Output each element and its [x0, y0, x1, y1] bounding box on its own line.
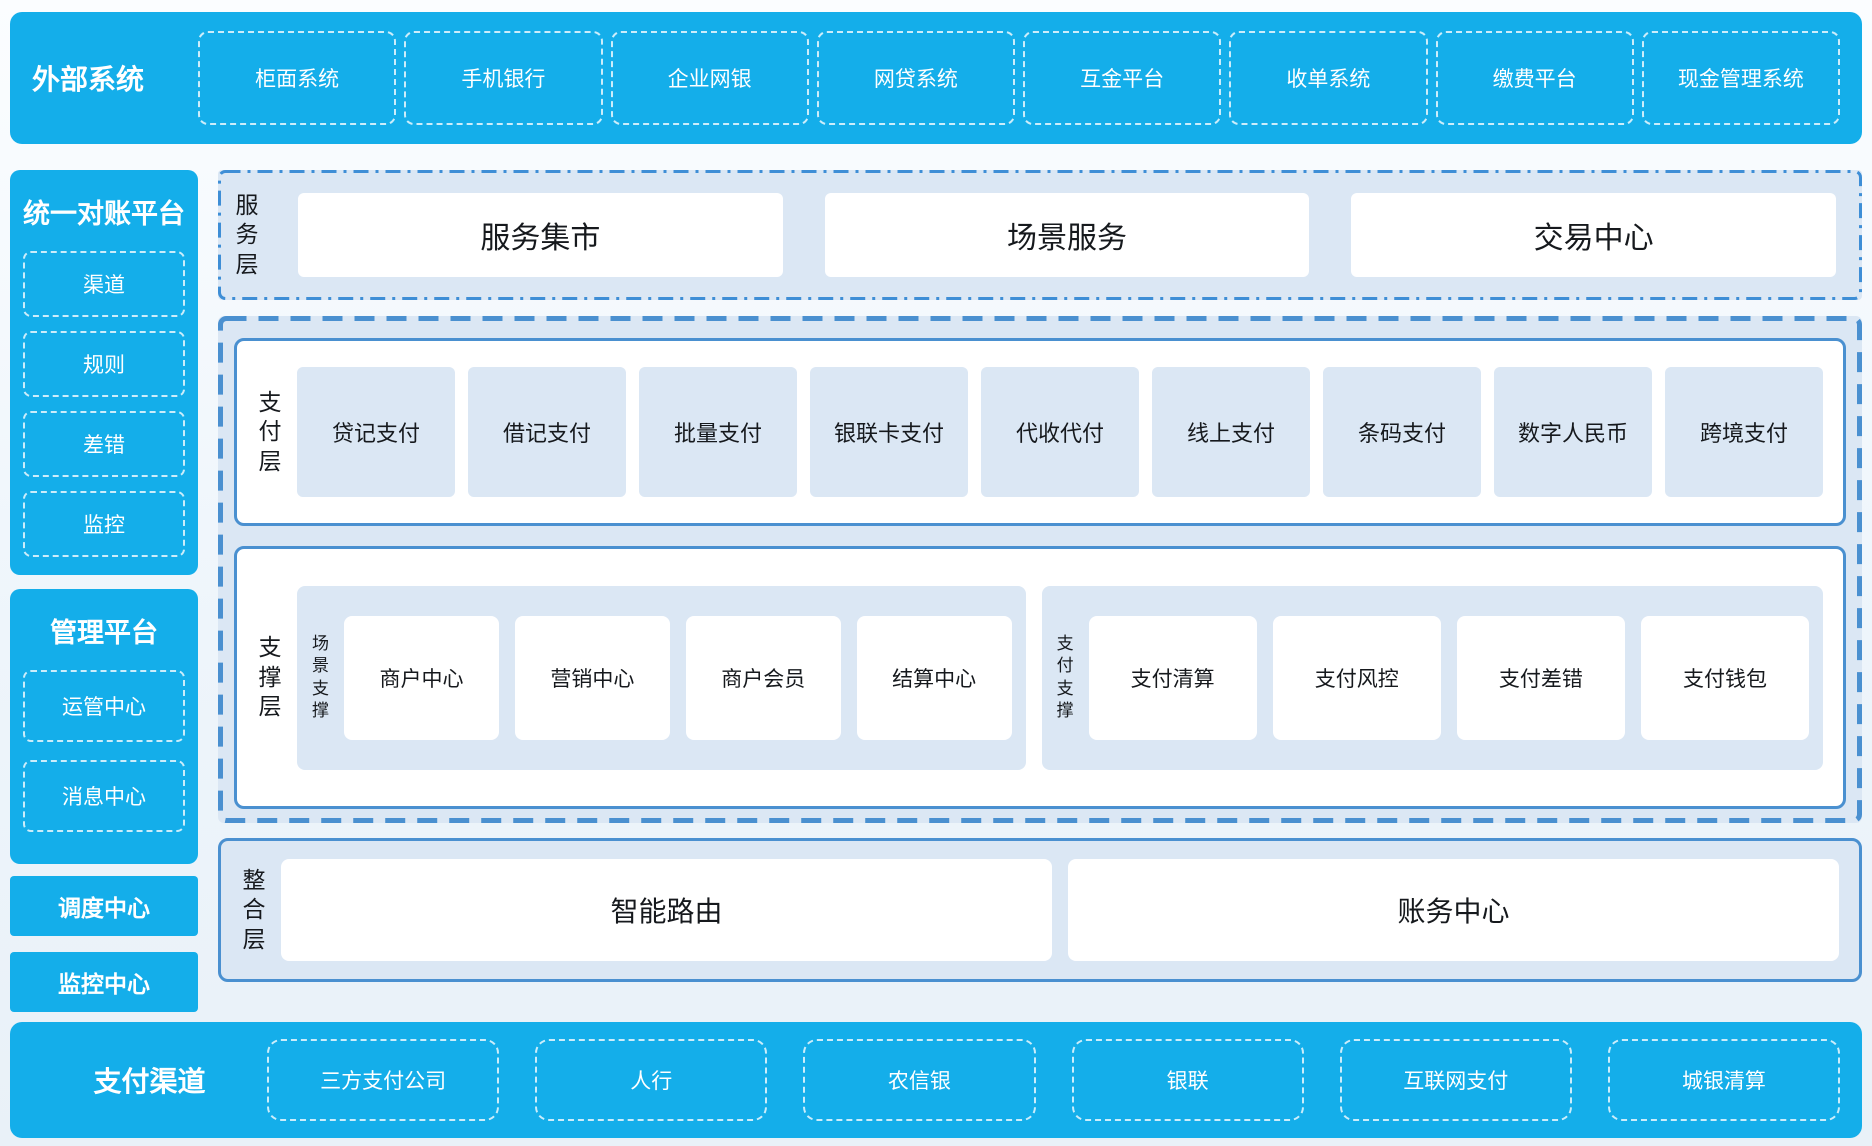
reconciliation-item: 差错 — [23, 411, 185, 477]
service-item: 服务集市 — [298, 193, 783, 277]
monitor-center-block: 监控中心 — [10, 952, 198, 1012]
payment-support-group: 支付支撑 支付清算 支付风控 支付差错 支付钱包 — [1041, 585, 1823, 770]
external-system-item: 柜面系统 — [198, 31, 397, 125]
external-systems-bar: 外部系统 柜面系统 手机银行 企业网银 网贷系统 互金平台 收单系统 缴费平台 … — [10, 12, 1862, 144]
integration-layer-items: 智能路由 账务中心 — [281, 859, 1839, 961]
payment-layer-items: 贷记支付 借记支付 批量支付 银联卡支付 代收代付 线上支付 条码支付 数字人民… — [297, 367, 1823, 497]
payment-layer: 支付层 贷记支付 借记支付 批量支付 银联卡支付 代收代付 线上支付 条码支付 … — [234, 338, 1846, 526]
external-system-item: 手机银行 — [404, 31, 603, 125]
scene-support-item: 营销中心 — [514, 615, 670, 740]
integration-item: 智能路由 — [281, 859, 1052, 961]
left-sidebar: 统一对账平台 渠道 规则 差错 监控 管理平台 运管中心 消息中心 调度中心 监… — [10, 170, 198, 1012]
external-systems-items: 柜面系统 手机银行 企业网银 网贷系统 互金平台 收单系统 缴费平台 现金管理系… — [198, 31, 1840, 125]
payment-channel-item: 城银清算 — [1607, 1039, 1841, 1121]
external-system-item: 企业网银 — [610, 31, 809, 125]
architecture-content: 服务层 服务集市 场景服务 交易中心 支付层 贷记支付 借记支付 批量支付 银联… — [218, 170, 1862, 982]
scene-support-item: 商户会员 — [685, 615, 841, 740]
management-item: 消息中心 — [23, 760, 185, 832]
reconciliation-platform-title: 统一对账平台 — [23, 199, 185, 229]
payment-channel-item: 人行 — [535, 1039, 768, 1121]
reconciliation-item: 规则 — [23, 331, 185, 397]
management-item: 运管中心 — [23, 670, 185, 742]
external-system-item: 缴费平台 — [1435, 31, 1634, 125]
payment-channels-items: 三方支付公司 人行 农信银 银联 互联网支付 城银清算 — [267, 1039, 1841, 1121]
scene-support-group: 场景支撑 商户中心 营销中心 商户会员 结算中心 — [297, 585, 1026, 770]
reconciliation-item: 渠道 — [23, 251, 185, 317]
support-layer: 支撑层 场景支撑 商户中心 营销中心 商户会员 结算中心 — [234, 546, 1846, 809]
payment-support-container: 支付层 贷记支付 借记支付 批量支付 银联卡支付 代收代付 线上支付 条码支付 … — [218, 316, 1862, 823]
scene-support-item: 商户中心 — [344, 615, 499, 740]
scene-support-label: 场景支撑 — [312, 634, 329, 720]
payment-item: 银联卡支付 — [810, 367, 968, 497]
payment-channels-title: 支付渠道 — [93, 1066, 206, 1097]
payment-support-item: 支付清算 — [1088, 615, 1257, 740]
integration-layer-label: 整合层 — [242, 866, 266, 952]
payment-support-label: 支付支撑 — [1056, 634, 1074, 720]
service-layer: 服务层 服务集市 场景服务 交易中心 — [218, 170, 1862, 300]
service-layer-label: 服务层 — [235, 191, 259, 277]
scene-support-items: 商户中心 营销中心 商户会员 结算中心 — [344, 586, 1012, 770]
reconciliation-item: 监控 — [23, 491, 185, 557]
dispatch-center-block: 调度中心 — [10, 876, 198, 936]
payment-item: 借记支付 — [468, 367, 626, 497]
integration-item: 账务中心 — [1068, 859, 1839, 961]
scene-support-item: 结算中心 — [856, 615, 1012, 740]
payment-support-items: 支付清算 支付风控 支付差错 支付钱包 — [1088, 586, 1809, 770]
payment-item: 数字人民币 — [1494, 367, 1652, 497]
reconciliation-platform-block: 统一对账平台 渠道 规则 差错 监控 — [10, 170, 198, 575]
service-item: 交易中心 — [1351, 193, 1837, 277]
middle-zone: 统一对账平台 渠道 规则 差错 监控 管理平台 运管中心 消息中心 调度中心 监… — [10, 144, 1862, 1022]
service-item: 场景服务 — [824, 193, 1310, 277]
payment-item: 条码支付 — [1323, 367, 1481, 497]
payment-support-item: 支付风控 — [1272, 615, 1441, 740]
payment-item: 批量支付 — [639, 367, 797, 497]
payment-channels-bar: 支付渠道 三方支付公司 人行 农信银 银联 互联网支付 城银清算 — [10, 1022, 1862, 1138]
payment-support-item: 支付钱包 — [1640, 615, 1809, 740]
external-systems-title: 外部系统 — [32, 64, 145, 95]
payment-channel-item: 三方支付公司 — [267, 1039, 500, 1121]
payment-support-item: 支付差错 — [1456, 615, 1625, 740]
external-system-item: 网贷系统 — [816, 31, 1015, 125]
payment-item: 跨境支付 — [1665, 367, 1823, 497]
external-system-item: 互金平台 — [1023, 31, 1222, 125]
management-platform-block: 管理平台 运管中心 消息中心 — [10, 589, 198, 864]
support-layer-groups: 场景支撑 商户中心 营销中心 商户会员 结算中心 支付支撑 支付清算 — [297, 549, 1823, 806]
payment-item: 代收代付 — [981, 367, 1139, 497]
integration-layer: 整合层 智能路由 账务中心 — [218, 838, 1862, 982]
support-layer-label: 支撑层 — [258, 634, 282, 720]
payment-channel-item: 农信银 — [803, 1039, 1036, 1121]
management-platform-title: 管理平台 — [50, 618, 158, 648]
payment-item: 贷记支付 — [297, 367, 455, 497]
payment-channel-item: 银联 — [1071, 1039, 1304, 1121]
service-layer-items: 服务集市 场景服务 交易中心 — [298, 193, 1837, 277]
payment-layer-label: 支付层 — [258, 388, 282, 474]
payment-item: 线上支付 — [1152, 367, 1310, 497]
payment-channel-item: 互联网支付 — [1339, 1039, 1572, 1121]
external-system-item: 收单系统 — [1229, 31, 1428, 125]
external-system-item: 现金管理系统 — [1641, 31, 1840, 125]
